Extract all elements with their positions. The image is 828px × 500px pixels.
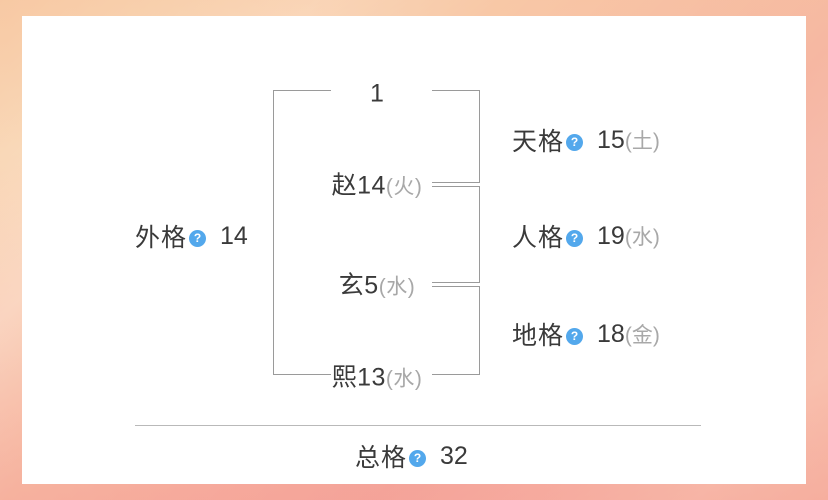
tiange-value: 15 bbox=[597, 125, 625, 154]
help-icon-zongge[interactable]: ? bbox=[409, 449, 427, 467]
right-bracket-heaven-vertical bbox=[479, 90, 480, 182]
label-dige: 地格 ? 18 (金) bbox=[512, 316, 660, 352]
renge-element: (水) bbox=[624, 226, 660, 249]
right-bracket-human-vertical bbox=[479, 186, 480, 282]
name-element-1: (火) bbox=[385, 175, 423, 199]
name-char-row-3: 熙13(水) bbox=[331, 363, 423, 392]
name-element-2: (水) bbox=[378, 275, 416, 299]
right-bracket-earth-bottom-bar bbox=[432, 374, 480, 375]
help-icon-tiange[interactable]: ? bbox=[566, 133, 584, 151]
right-bracket-earth-vertical bbox=[479, 286, 480, 374]
name-char-1: 赵 bbox=[331, 171, 358, 200]
name-char-3: 熙 bbox=[331, 363, 358, 392]
top-marker-one: 1 bbox=[370, 79, 384, 108]
name-char-row-1: 赵14(火) bbox=[331, 171, 423, 200]
right-bracket-human-bottom-bar bbox=[432, 282, 480, 283]
left-bracket-top-bar bbox=[273, 90, 331, 91]
label-waige: 外格 ? 14 bbox=[135, 218, 248, 254]
dige-name: 地格 bbox=[512, 322, 565, 350]
label-zongge: 总格 ? 32 bbox=[355, 438, 468, 474]
dige-value: 18 bbox=[597, 319, 625, 348]
total-divider bbox=[135, 425, 701, 426]
zongge-name: 总格 bbox=[355, 444, 408, 472]
waige-name: 外格 bbox=[135, 224, 188, 252]
name-strokes-3: 13 bbox=[357, 363, 386, 392]
renge-value: 19 bbox=[597, 221, 625, 250]
name-analysis-card: 1 赵14(火) 玄5(水) 熙13(水) 天格 ? 15 (土) 人格 ? 1… bbox=[22, 16, 806, 484]
right-bracket-heaven-top-bar bbox=[432, 90, 480, 91]
help-icon-dige[interactable]: ? bbox=[566, 327, 584, 345]
name-strokes-2: 5 bbox=[364, 271, 379, 300]
help-icon-renge[interactable]: ? bbox=[566, 229, 584, 247]
right-bracket-human-top-bar bbox=[432, 186, 480, 187]
waige-value: 14 bbox=[220, 221, 248, 250]
right-bracket-heaven-bottom-bar bbox=[432, 182, 480, 183]
five-grids-diagram: 1 赵14(火) 玄5(水) 熙13(水) 天格 ? 15 (土) 人格 ? 1… bbox=[22, 16, 806, 484]
tiange-element: (土) bbox=[624, 130, 660, 153]
label-tiange: 天格 ? 15 (土) bbox=[512, 122, 660, 158]
zongge-value: 32 bbox=[440, 441, 468, 470]
label-renge: 人格 ? 19 (水) bbox=[512, 218, 660, 254]
renge-name: 人格 bbox=[512, 224, 565, 252]
name-char-2: 玄 bbox=[338, 271, 365, 300]
dige-element: (金) bbox=[624, 324, 660, 347]
name-char-row-2: 玄5(水) bbox=[338, 271, 416, 300]
name-element-3: (水) bbox=[385, 367, 423, 391]
help-icon-waige[interactable]: ? bbox=[189, 229, 207, 247]
name-strokes-1: 14 bbox=[357, 171, 386, 200]
right-bracket-earth-top-bar bbox=[432, 286, 480, 287]
tiange-name: 天格 bbox=[512, 128, 565, 156]
left-bracket-vertical bbox=[273, 90, 274, 374]
left-bracket-bottom-bar bbox=[273, 374, 331, 375]
